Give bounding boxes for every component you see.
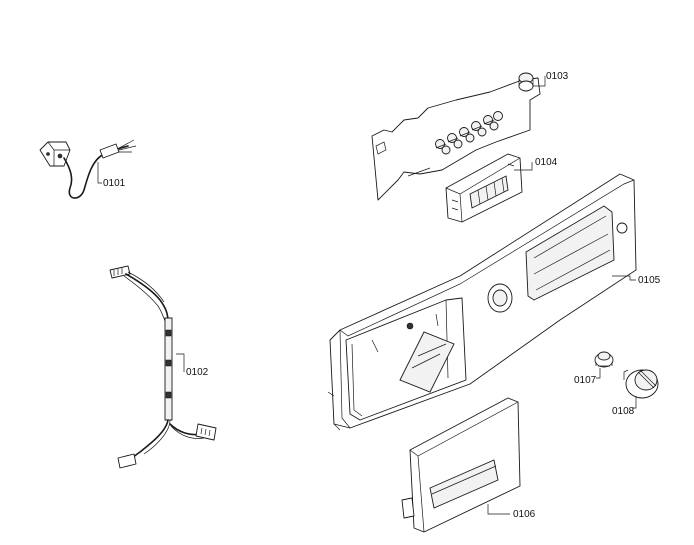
part-0104-display-module: [445, 153, 523, 223]
part-label-0108: 0108: [612, 406, 635, 417]
callout-0107: 0107: [574, 368, 601, 386]
callout-0108: 0108: [612, 396, 637, 417]
callout-0103: 0103: [533, 71, 569, 87]
pcb-potentiometers: [435, 111, 503, 155]
detergent-drawer-opening: [345, 297, 467, 421]
part-label-0101: 0101: [103, 178, 126, 189]
part-label-0103: 0103: [546, 71, 569, 82]
pcb-rotary-switch: [518, 72, 534, 92]
callout-0106: 0106: [487, 504, 536, 520]
part-0107-knob-insert: [594, 351, 614, 368]
part-0108-program-knob: [623, 369, 659, 399]
callout-0101: 0101: [97, 162, 126, 189]
callout-0105: 0105: [612, 275, 661, 286]
part-0105-control-panel: [327, 173, 637, 431]
part-0106-drawer-front: [401, 397, 521, 533]
program-knob-seat: [487, 283, 513, 313]
part-label-0107: 0107: [574, 375, 597, 386]
callout-0102: 0102: [176, 353, 209, 378]
callout-0104: 0104: [514, 157, 558, 171]
part-0103-control-board: [371, 72, 541, 201]
part-0102-wiring-harness: [109, 265, 217, 469]
part-0101-power-cord: [39, 139, 137, 199]
part-label-0106: 0106: [513, 509, 536, 520]
part-label-0105: 0105: [638, 275, 661, 286]
part-label-0102: 0102: [186, 367, 209, 378]
part-label-0104: 0104: [535, 157, 558, 168]
